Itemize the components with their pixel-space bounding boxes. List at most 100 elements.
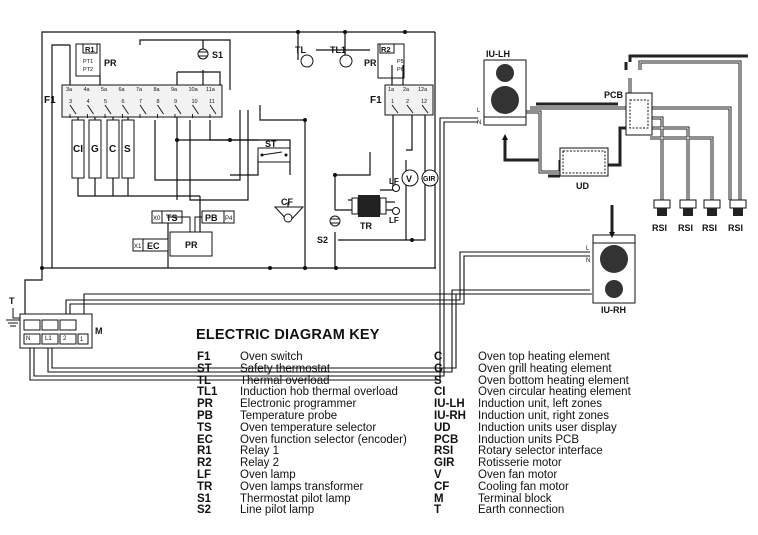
svg-text:R2: R2 bbox=[381, 45, 391, 54]
oven-lamps: LF LF bbox=[389, 177, 400, 225]
user-display: UD bbox=[559, 147, 609, 191]
terminal-block-label: 2 bbox=[63, 336, 67, 342]
rsi-plug bbox=[679, 199, 697, 209]
switch-contact bbox=[406, 104, 414, 114]
key-code: S bbox=[434, 374, 442, 387]
svg-text:X0: X0 bbox=[153, 216, 161, 222]
svg-text:TL1: TL1 bbox=[330, 45, 346, 55]
key-description: Temperature probe bbox=[240, 409, 338, 422]
terminal-label: 7a bbox=[136, 87, 143, 93]
key-description: Induction unit, left zones bbox=[478, 398, 603, 411]
svg-text:PB: PB bbox=[205, 213, 218, 223]
key-description: Relay 2 bbox=[240, 457, 279, 470]
svg-text:C: C bbox=[109, 144, 116, 155]
terminal-label: 5 bbox=[104, 99, 107, 105]
key-row: T Earth connection bbox=[434, 505, 631, 517]
key-code: CI bbox=[434, 386, 446, 399]
key-code: UD bbox=[434, 421, 451, 434]
terminal-label: 1a bbox=[388, 87, 395, 93]
rsi-body bbox=[733, 208, 743, 216]
rsi-body bbox=[683, 208, 693, 216]
induction-unit-right: L N IU-RH bbox=[586, 232, 636, 315]
rsi-connector: RSI bbox=[652, 199, 671, 233]
terminal-label: 1 bbox=[391, 99, 394, 105]
switch-contact bbox=[104, 104, 112, 115]
key-code: R2 bbox=[197, 457, 212, 470]
terminal-label: 11 bbox=[209, 99, 215, 105]
line-pilot-lamp: S2 bbox=[317, 215, 341, 245]
rsi-plug bbox=[729, 199, 747, 209]
terminal-label: 4 bbox=[87, 99, 90, 105]
relay-1: R1 PT1 PT2 PR bbox=[75, 43, 117, 77]
svg-text:N: N bbox=[586, 258, 590, 264]
induction-pcb: PCB bbox=[604, 90, 653, 136]
key-code: TL bbox=[197, 374, 212, 387]
rsi-connector: RSI bbox=[728, 199, 747, 233]
svg-text:L: L bbox=[586, 246, 590, 252]
key-description: Induction hob thermal overload bbox=[240, 386, 398, 399]
key-description: Terminal block bbox=[478, 492, 552, 505]
rsi-body bbox=[657, 208, 667, 216]
key-code: C bbox=[434, 351, 443, 363]
svg-text:S2: S2 bbox=[317, 235, 328, 245]
key-code: GIR bbox=[434, 457, 455, 470]
key-description: Line pilot lamp bbox=[240, 504, 315, 517]
key-code: PB bbox=[197, 409, 213, 422]
svg-text:IU-LH: IU-LH bbox=[486, 49, 510, 59]
terminal-label: 2 bbox=[406, 99, 409, 105]
switch-contact bbox=[174, 104, 182, 115]
terminal-label: 12 bbox=[421, 99, 427, 105]
switch-contact bbox=[69, 104, 77, 115]
rsi-plug bbox=[703, 199, 721, 209]
svg-text:IU-RH: IU-RH bbox=[601, 305, 626, 315]
key-description: Earth connection bbox=[478, 504, 565, 517]
terminal-label: 9 bbox=[174, 99, 177, 105]
key-description: Oven bottom heating element bbox=[478, 374, 629, 387]
svg-text:S1: S1 bbox=[212, 50, 223, 60]
electronic-programmer: PR X0 TS PB P4 X1 EC bbox=[132, 210, 235, 257]
svg-text:V: V bbox=[406, 174, 412, 184]
rsi-label: RSI bbox=[728, 223, 743, 233]
svg-text:GIR: GIR bbox=[423, 176, 435, 183]
switch-contact bbox=[87, 104, 94, 115]
svg-text:R1: R1 bbox=[85, 45, 95, 54]
key-description: Oven function selector (encoder) bbox=[240, 433, 407, 446]
key-description: Oven circular heating element bbox=[478, 386, 631, 399]
key-code: S2 bbox=[197, 504, 212, 517]
svg-text:PR: PR bbox=[185, 240, 198, 250]
terminal-label: 8 bbox=[157, 99, 160, 105]
svg-text:PR: PR bbox=[364, 58, 377, 68]
rsi-connector: RSI bbox=[678, 199, 697, 233]
main-wiring bbox=[24, 31, 436, 320]
key-row: IU-LH Induction unit, left zones bbox=[434, 398, 631, 411]
key-code: M bbox=[434, 492, 444, 505]
thermostat-pilot-lamp: S1 bbox=[197, 48, 223, 60]
svg-text:TR: TR bbox=[360, 221, 372, 231]
terminal-label: 6 bbox=[122, 99, 125, 105]
svg-text:UD: UD bbox=[576, 181, 589, 191]
key-description: Oven lamp bbox=[240, 468, 296, 481]
safety-thermostat: ST bbox=[257, 139, 291, 163]
key-description: Rotisserie motor bbox=[478, 457, 562, 470]
rsi-body bbox=[707, 208, 717, 216]
key-description: Oven switch bbox=[240, 351, 303, 363]
relay-2: R2 P5 P6 PR bbox=[364, 43, 405, 79]
key-description: Thermal overload bbox=[240, 374, 330, 387]
key-code: T bbox=[434, 504, 442, 517]
key-code: IU-LH bbox=[434, 398, 465, 411]
switch-contact bbox=[192, 104, 199, 115]
key-code: S1 bbox=[197, 492, 212, 505]
svg-text:F1: F1 bbox=[370, 95, 382, 106]
key-code: PR bbox=[197, 398, 213, 411]
rsi-label: RSI bbox=[652, 223, 667, 233]
key-row: PB Temperature probe bbox=[197, 409, 407, 423]
